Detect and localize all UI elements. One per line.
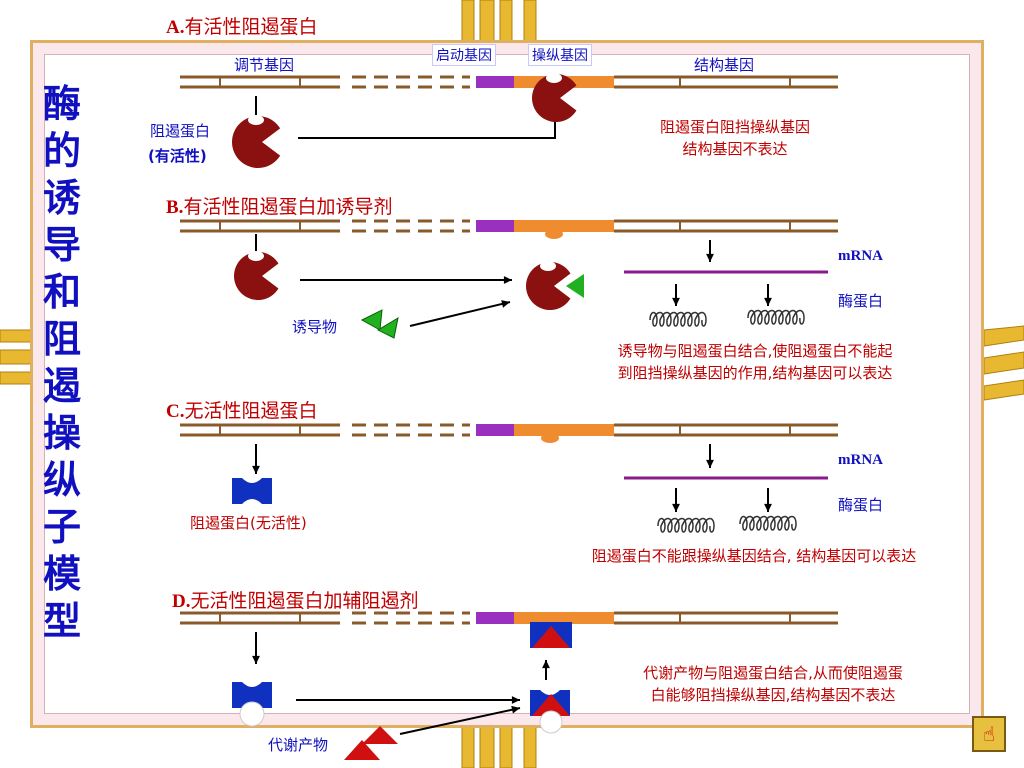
section-c-description: 阻遏蛋白不能跟操纵基因结合, 结构基因可以表达 [591,547,917,565]
section-b-translation-arrow-2-head [764,297,772,306]
section-b-repressor-inducer [526,262,571,310]
section-a-repressor [232,116,281,169]
section-c-enzyme-coil-1 [657,517,715,533]
title-char: 纵 [42,457,81,502]
section-b-bound-inducer [566,274,584,298]
section-b-enzyme-label: 酶蛋白 [838,292,884,310]
section-d-inactive-repressor [232,682,272,708]
title-char: 遏 [42,363,81,408]
section-b-enzyme-coil-1 [649,311,707,327]
section-c-inactive-repressor [232,478,272,504]
corepressor-label: 代谢产物 [268,736,329,754]
section-d-corepressor-1 [344,740,380,760]
title-char: 诱 [42,175,81,220]
section-c-dna-operator [514,424,614,436]
section-b-move-arrow-head [503,276,512,284]
section-b-repressor-inducer-pocket [540,261,556,271]
section-a-dna-promoter [476,76,514,88]
section-c-translation-arrow-2-head [764,503,772,512]
inducer-label: 诱导物 [292,318,338,336]
section-c-regulator-arrow-head [252,465,260,474]
title-char: 模 [42,551,81,596]
title-char: 操 [42,410,81,455]
title-char: 子 [42,504,81,549]
section-b-operator-bump [545,229,563,239]
repressor-active-label-2: (有活性) [148,147,207,165]
section-d-title: D.无活性阻遏蛋白加辅阻遏剂 [172,590,419,612]
title-char: 的 [42,128,81,173]
section-b-translation-arrow-1-head [672,297,680,306]
operator-gene-label: 操纵基因 [528,44,592,66]
section-b-dna-promoter [476,220,514,232]
title-char: 和 [42,269,81,314]
section-d-corepressor-2 [362,726,398,744]
section-b-mrna-label: mRNA [838,248,883,264]
section-c-mrna-label: mRNA [838,452,883,468]
section-b-enzyme-coil-2 [747,309,805,325]
section-a-description: 阻遏蛋白阻挡操纵基因 结构基因不表达 [659,118,810,158]
slide-title: 酶的诱导和阻遏操纵子模型 [36,80,88,644]
section-a-binding-path [298,112,556,139]
section-c-dna-promoter [476,424,514,436]
section-d-bound-corepressor [532,626,570,648]
title-char: 导 [42,222,81,267]
section-b-inducer-arrow-shaft [409,301,511,327]
section-b-description: 诱导物与阻遏蛋白结合,使阻遏蛋白不能起 到阻挡操纵基因的作用,结构基因可以表达 [617,342,893,382]
slide-nav-button[interactable]: ☝ [972,716,1006,752]
structural-gene-label: 结构基因 [694,56,755,74]
section-a-bound-repressor [532,74,577,122]
section-d-dna-promoter [476,612,514,624]
section-c-operator-bump [541,433,559,443]
slide-content-area [44,54,970,714]
section-b-inducer-arrow-head [501,300,510,308]
section-b-inducer-1 [360,309,383,331]
title-char: 阻 [42,316,81,361]
section-a-title: A.有活性阻遏蛋白 [166,16,318,38]
section-c-enzyme-label: 酶蛋白 [838,496,884,514]
section-d-regulator-arrow-head [252,655,260,664]
section-b-transcription-arrow-head [706,253,714,262]
section-d-move-arrow-head [511,696,520,704]
repressor-active-label: 阻遏蛋白 [150,122,211,140]
section-a-bound-repressor-pocket [546,73,562,83]
section-d-up-arrow-head [542,660,550,669]
section-d-corepressor-arrow-head [511,705,520,714]
section-b-repressor [234,252,279,300]
section-a-repressor-pocket [248,115,264,125]
section-d-description: 代谢产物与阻遏蛋白结合,从而使阻遏蛋 白能够阻挡操纵基因,结构基因不表达 [643,664,903,704]
regulator-gene-label: 调节基因 [234,56,295,74]
repressor-inactive-label: 阻遏蛋白(无活性) [190,514,307,532]
section-c-translation-arrow-1-head [672,503,680,512]
section-d-corepressor-arrow-shaft [399,707,521,735]
section-b-dna-operator [514,220,614,232]
section-c-title: C.无活性阻遏蛋白 [166,400,318,422]
section-d-complex-pocket [539,710,563,734]
title-char: 型 [42,598,81,643]
promoter-gene-label: 启动基因 [432,44,496,66]
section-c-transcription-arrow-head [706,459,714,468]
section-d-dna-operator [514,612,614,624]
section-c-enzyme-coil-2 [739,515,797,531]
section-d-complex-corepressor [532,694,570,716]
section-b-repressor-pocket [248,251,264,261]
section-d-repressor-pocket [239,701,265,727]
hand-pointer-icon: ☝ [982,722,996,746]
section-b-inducer-2 [376,316,399,339]
section-b-title: B.有活性阻遏蛋白加诱导剂 [166,196,393,218]
title-char: 酶 [42,81,81,126]
